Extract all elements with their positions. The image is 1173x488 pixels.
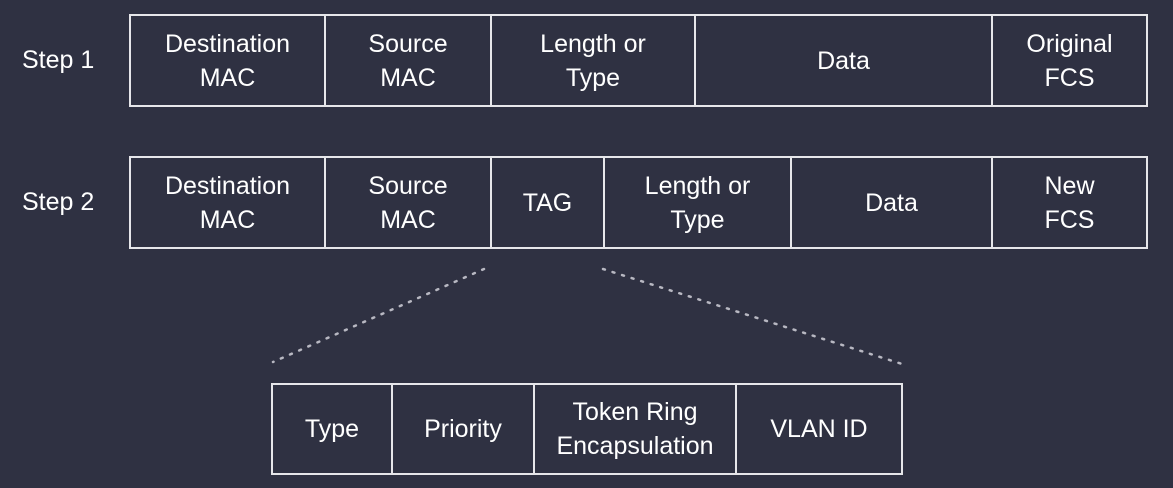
tag-field-type: Type	[304, 415, 360, 443]
field-new-fcs: New FCS	[991, 158, 1146, 247]
field-data: Data	[790, 158, 991, 247]
field-length-or-type: Length or Type	[490, 16, 694, 105]
field-destination-mac: Destination MAC	[164, 29, 291, 92]
step-2-label: Step 2	[22, 188, 95, 216]
step-1-label: Step 1	[22, 46, 95, 74]
dotted-connector-left	[271, 267, 486, 364]
field-original-fcs: Original FCS	[991, 16, 1146, 105]
field-data: Data	[694, 16, 991, 105]
field-source-mac: Source MAC	[324, 158, 490, 247]
field-tag: TAG	[490, 158, 603, 247]
step-2-frame: Destination MAC Source MAC TAG Length or…	[129, 156, 1148, 249]
field-length-or-type: Length or Type	[603, 158, 790, 247]
tag-field-vlan-id: VLAN ID	[735, 385, 901, 473]
tag-field-token-ring-encapsulation: Token Ring Encapsulation	[533, 385, 735, 473]
dotted-connector-right	[601, 267, 904, 366]
field-source-mac: Source MAC	[324, 16, 490, 105]
field-destination-mac: Destination MAC	[164, 171, 291, 234]
tag-field-priority: Priority	[391, 385, 533, 473]
tag-detail-frame: Type Priority Token Ring Encapsulation V…	[271, 383, 903, 475]
step-1-frame: Destination MAC Source MAC Length or Typ…	[129, 14, 1148, 107]
